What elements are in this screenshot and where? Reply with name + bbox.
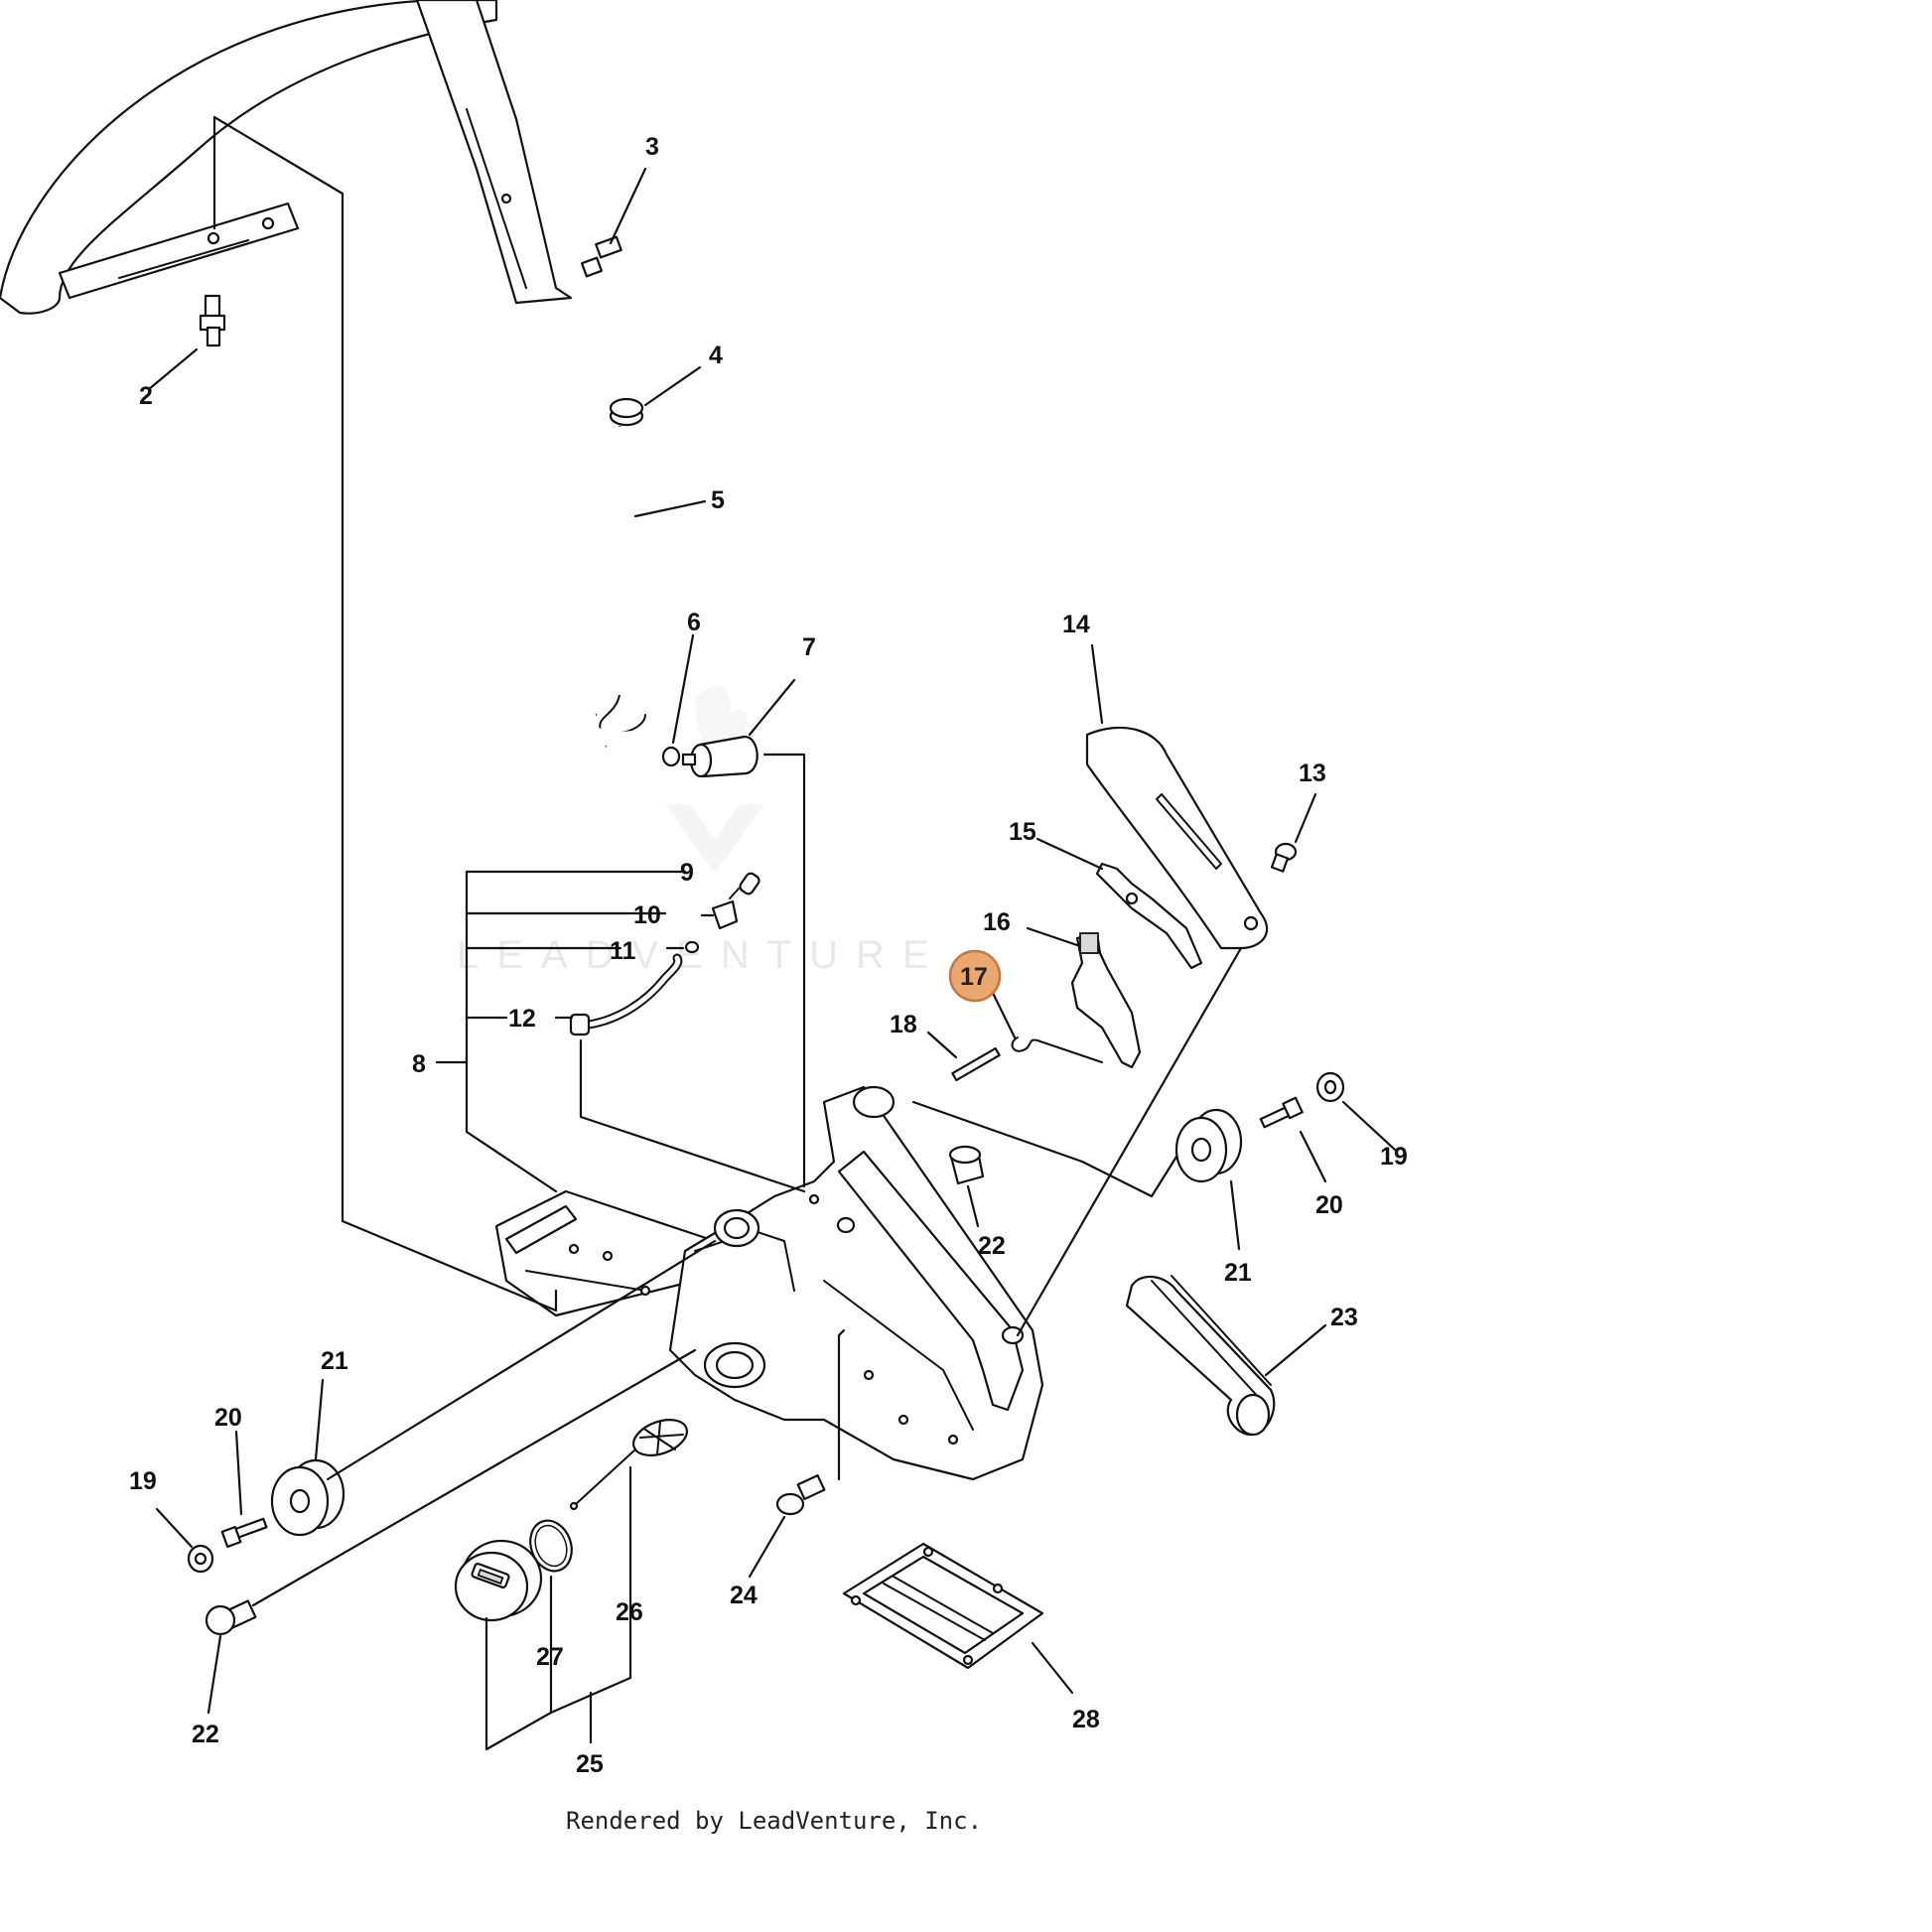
callout-24[interactable]: 24 [730,1582,758,1609]
mount-21-right [1174,1108,1243,1183]
callout-26[interactable]: 26 [616,1598,643,1626]
callout-6[interactable]: 6 [687,609,701,636]
oil-cap-25 [454,1539,543,1622]
front-handle-bar [0,0,573,315]
hose-12 [569,953,683,1036]
leader-lines [147,115,1397,1751]
callout-17[interactable]: 17 [960,963,988,991]
callout-28[interactable]: 28 [1072,1706,1100,1733]
render-credit: Rendered by LeadVenture, Inc. [566,1807,982,1835]
highlight-marker-17 [948,949,1002,1003]
watermark-text: LEADVENTURE [457,933,947,977]
o-ring-11 [684,940,700,954]
fitting-6 [661,746,681,767]
callout-4[interactable]: 4 [709,342,723,369]
callout-14[interactable]: 14 [1062,611,1090,638]
washer-19-left [187,1544,214,1574]
crankcase-body [668,1085,1044,1481]
oil-filter-7 [681,735,759,778]
callout-7[interactable]: 7 [802,633,816,661]
screw-24 [775,1474,826,1516]
callout-27[interactable]: 27 [536,1643,564,1671]
callout-10[interactable]: 10 [633,901,661,929]
pin-18 [951,1046,1001,1082]
callout-5[interactable]: 5 [711,486,725,514]
strainer-26 [569,1419,688,1511]
callout-13[interactable]: 13 [1299,759,1326,787]
callout-23[interactable]: 23 [1330,1304,1358,1331]
screw-13 [1270,842,1298,873]
callout-11[interactable]: 11 [610,937,636,965]
callout-3[interactable]: 3 [645,133,659,161]
plug-22-upper [948,1145,985,1185]
callout-19-right[interactable]: 19 [1380,1143,1408,1171]
callout-21-left[interactable]: 21 [321,1347,348,1375]
bolt-2 [199,294,226,347]
grommet-4 [609,397,644,427]
fitting-10 [711,899,739,930]
o-ring-27 [529,1519,573,1573]
rubber-grip-23 [1125,1275,1276,1437]
fitting-9 [729,872,760,899]
handle-bracket [58,202,300,300]
oil-hose-5 [587,426,657,764]
trigger-16 [1070,931,1142,1069]
watermark-logo [665,685,764,874]
callout-16[interactable]: 16 [983,908,1011,936]
grip-14 [1085,726,1269,950]
callout-22-lower[interactable]: 22 [192,1721,219,1748]
callout-20-left[interactable]: 20 [214,1404,242,1432]
bolt-20-left [220,1517,268,1549]
spring-17 [1011,1036,1103,1063]
oil-pump-housing-8 [494,1189,717,1317]
callout-12[interactable]: 12 [508,1005,536,1033]
screw-3 [580,235,622,278]
callout-2[interactable]: 2 [139,382,153,410]
callout-18[interactable]: 18 [890,1011,917,1038]
callout-15[interactable]: 15 [1009,818,1036,846]
callout-25[interactable]: 25 [576,1750,604,1778]
callout-19-left[interactable]: 19 [129,1467,157,1495]
callout-8[interactable]: 8 [412,1050,426,1078]
callout-22-upper[interactable]: 22 [978,1232,1006,1260]
plug-22-left [205,1599,257,1636]
callout-20-right[interactable]: 20 [1315,1191,1343,1219]
callout-9[interactable]: 9 [680,859,694,887]
lever-15 [1095,862,1203,970]
callout-labels: 2 3 4 5 6 7 8 9 10 11 12 13 14 15 16 17 … [129,133,1408,1778]
cover-plate-28 [842,1542,1044,1670]
bolt-20-right [1259,1096,1304,1129]
callout-21-right[interactable]: 21 [1224,1259,1252,1287]
mount-21-left [270,1458,345,1537]
washer-19-right [1315,1071,1345,1103]
